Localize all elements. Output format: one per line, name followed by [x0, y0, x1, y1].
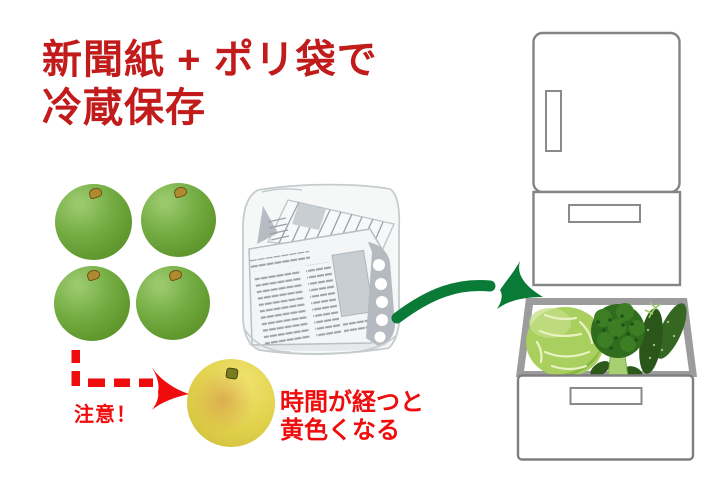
- fridge-bottom-drawer: [516, 374, 695, 461]
- fridge-middle-handle: [568, 204, 641, 223]
- newspaper-masthead-block: [292, 203, 326, 230]
- aging-note: 時間が経つと 黄色くなる: [280, 389, 424, 445]
- newspaper-small-lines: [267, 217, 290, 241]
- cucumber-icon: [639, 302, 687, 374]
- cucumber-sprig: [644, 302, 662, 319]
- title-line-1: 新聞紙 + ポリ袋で: [42, 38, 378, 82]
- broccoli-icon: [590, 303, 645, 378]
- vegetable-drawer-icon: [526, 302, 687, 378]
- red-dashed-arrow-icon: [71, 350, 189, 410]
- newspaper-front-page: [248, 228, 388, 347]
- refrigerator-icon: [516, 31, 697, 461]
- page-title: 新聞紙 + ポリ袋で 冷蔵保存: [42, 36, 378, 132]
- green-fruit-icon: [136, 266, 210, 340]
- fridge-bottom-handle: [569, 387, 643, 405]
- yellowed-pear-icon: [187, 359, 275, 447]
- newspaper-photo-block: [331, 249, 374, 318]
- newspaper-curled-edge: [366, 242, 395, 346]
- green-fruit-icon: [55, 184, 132, 260]
- bag-wrinkles: [244, 188, 398, 356]
- green-fruit-icon: [54, 266, 130, 341]
- title-line-2: 冷蔵保存: [42, 86, 206, 130]
- fridge-door-handle: [545, 90, 562, 152]
- newspaper-in-plastic-bag-icon: [241, 183, 401, 356]
- green-fruit-icon: [141, 183, 216, 257]
- aging-note-line-1: 時間が経つと: [280, 389, 424, 416]
- caution-label: 注意！: [74, 404, 137, 426]
- newspaper-fold-shade: [257, 206, 278, 244]
- curved-green-arrow-icon: [391, 261, 543, 324]
- cabbage-icon: [526, 307, 604, 377]
- aging-note-line-2: 黄色くなる: [280, 417, 400, 444]
